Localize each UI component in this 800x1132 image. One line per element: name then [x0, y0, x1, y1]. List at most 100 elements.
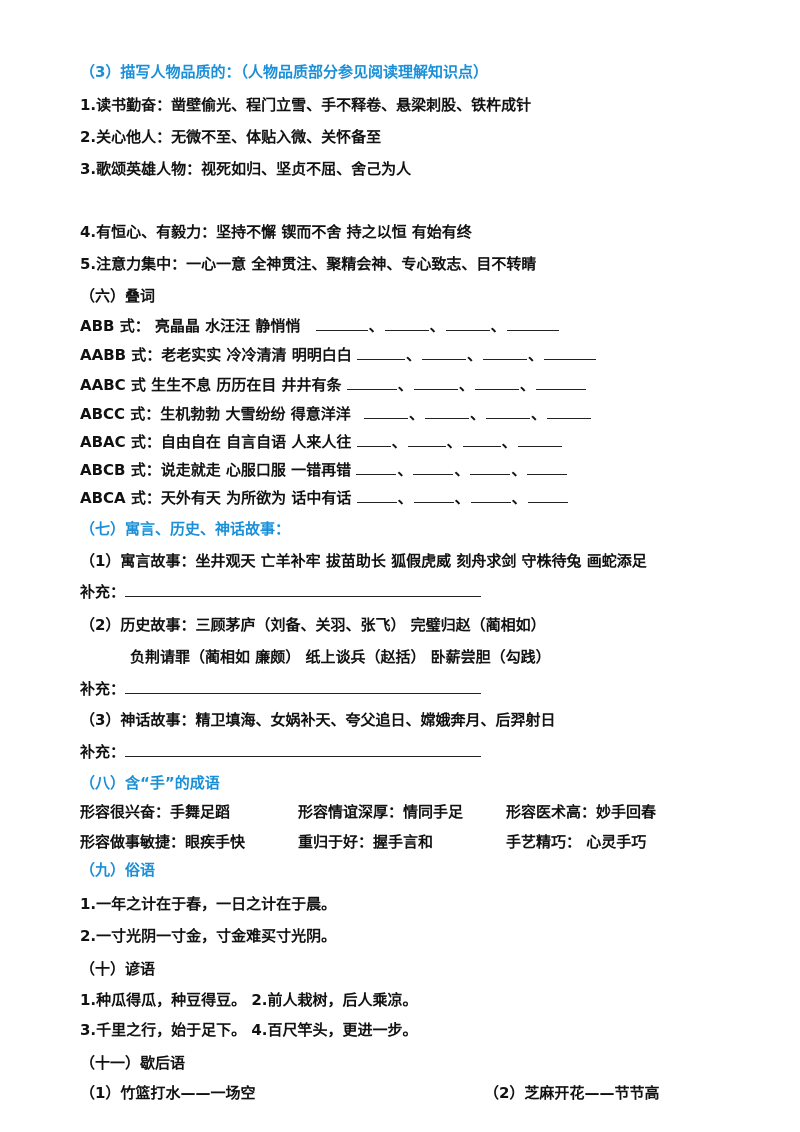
hand-idiom-1: 形容很兴奋：手舞足蹈	[80, 803, 231, 821]
supplement-label: 补充：	[80, 680, 126, 698]
separator: 、	[368, 317, 384, 335]
quality-item-2: 2.关心他人：无微不至、体贴入微、关怀备至	[80, 128, 382, 146]
supplement-label: 补充：	[80, 743, 126, 761]
hand-idiom-2: 形容情谊深厚：情同手足	[298, 803, 464, 821]
fill-blank[interactable]	[474, 375, 519, 390]
proverb-row-2: 3.千里之行，始于足下。 4.百尺竿头，更进一步。	[80, 1021, 418, 1039]
supplement-line-3: 补充：	[80, 742, 482, 762]
section-7-title: （七）寓言、历史、神话故事：	[80, 520, 291, 538]
section-9-title: （九）俗语	[80, 861, 156, 879]
separator: 、	[528, 346, 544, 364]
quality-item-1: 1.读书勤奋：凿壁偷光、程门立雪、手不释卷、悬梁刺股、铁杵成针	[80, 96, 532, 114]
fill-blank[interactable]	[445, 316, 490, 331]
separator: 、	[391, 433, 407, 451]
quality-item-5: 5.注意力集中：一心一意 全神贯注、聚精会神、专心致志、目不转睛	[80, 255, 537, 273]
fill-blank[interactable]	[357, 345, 405, 360]
fill-blank[interactable]	[356, 460, 397, 475]
fill-blank[interactable]	[413, 488, 454, 503]
row-label: ABCC 式：生机勃勃 大雪纷纷 得意洋洋	[80, 405, 351, 423]
reduplication-row-aabb: AABB 式：老老实实 冷冷清清 明明白白 、 、 、	[80, 345, 597, 365]
separator: 、	[454, 489, 470, 507]
fill-blank[interactable]	[483, 345, 528, 360]
fill-blank[interactable]	[356, 432, 391, 447]
section-3-title: （3）描写人物品质的：（人物品质部分参见阅读理解知识点）	[80, 63, 488, 81]
fill-blank[interactable]	[544, 345, 597, 360]
fill-blank[interactable]	[506, 316, 559, 331]
reduplication-row-abb: ABB 式： 亮晶晶 水汪汪 静悄悄 、 、 、	[80, 316, 559, 336]
row-label: ABCB 式：说走就走 心服口服 一错再错	[80, 461, 352, 479]
reduplication-row-abca: ABCA 式：天外有天 为所欲为 话中有话 、 、 、	[80, 488, 568, 508]
separator: 、	[519, 376, 535, 394]
row-label: AABC 式 生生不息 历历在目 井井有条	[80, 376, 342, 394]
row-label: ABCA 式：天外有天 为所欲为 话中有话	[80, 489, 352, 507]
hand-idiom-3: 形容医术高：妙手回春	[506, 803, 657, 821]
hand-idiom-4: 形容做事敏捷：眼疾手快	[80, 833, 246, 851]
separator: 、	[397, 489, 413, 507]
supplement-line-2: 补充：	[80, 679, 482, 699]
fill-blank[interactable]	[413, 460, 454, 475]
hand-idiom-6: 手艺精巧： 心灵手巧	[506, 833, 647, 851]
reduplication-row-abcb: ABCB 式：说走就走 心服口服 一错再错 、 、 、	[80, 460, 568, 480]
reduplication-row-abcc: ABCC 式：生机勃勃 大雪纷纷 得意洋洋 、 、 、	[80, 404, 592, 424]
fill-blank[interactable]	[315, 316, 368, 331]
quality-item-4: 4.有恒心、有毅力：坚持不懈 锲而不舍 持之以恒 有始有终	[80, 223, 472, 241]
history-stories-1: （2）历史故事：三顾茅庐（刘备、关羽、张飞） 完璧归赵（蔺相如）	[80, 616, 546, 634]
fill-blank[interactable]	[356, 488, 397, 503]
separator: 、	[397, 376, 413, 394]
fill-blank[interactable]	[384, 316, 429, 331]
fill-blank[interactable]	[470, 488, 511, 503]
saying-2: 2.一寸光阴一寸金，寸金难买寸光阴。	[80, 927, 337, 945]
xiehouyu-1: （1）竹篮打水——一场空	[80, 1084, 256, 1102]
separator: 、	[467, 346, 483, 364]
hand-idiom-5: 重归于好：握手言和	[298, 833, 434, 851]
fill-blank[interactable]	[486, 404, 530, 419]
separator: 、	[429, 317, 445, 335]
separator: 、	[397, 461, 413, 479]
row-label: AABB 式：老老实实 冷冷清清 明明白白	[80, 346, 352, 364]
fill-blank[interactable]	[462, 432, 501, 447]
section-8-title: （八）含“手”的成语	[80, 774, 220, 792]
supplement-blank[interactable]	[125, 742, 482, 757]
separator: 、	[408, 405, 424, 423]
fill-blank[interactable]	[527, 460, 568, 475]
separator: 、	[446, 433, 462, 451]
xiehouyu-2: （2）芝麻开花——节节高	[484, 1084, 660, 1102]
section-11-title: （十一）歇后语	[80, 1054, 186, 1072]
reduplication-row-aabc: AABC 式 生生不息 历历在目 井井有条 、 、 、	[80, 375, 586, 395]
myth-stories: （3）神话故事：精卫填海、女娲补天、夸父追日、嫦娥奔月、后羿射日	[80, 711, 556, 729]
fill-blank[interactable]	[535, 375, 586, 390]
supplement-line-1: 补充：	[80, 582, 482, 602]
fill-blank[interactable]	[517, 432, 562, 447]
quality-item-3: 3.歌颂英雄人物：视死如归、坚贞不屈、舍己为人	[80, 160, 412, 178]
fill-blank[interactable]	[527, 488, 568, 503]
history-stories-2: 负荆请罪（蔺相如 廉颇） 纸上谈兵（赵括） 卧薪尝胆（勾践）	[130, 648, 551, 666]
separator: 、	[490, 317, 506, 335]
supplement-label: 补充：	[80, 583, 126, 601]
separator: 、	[458, 376, 474, 394]
reduplication-row-abac: ABAC 式：自由自在 自言自语 人来人往 、 、 、	[80, 432, 562, 452]
fill-blank[interactable]	[422, 345, 467, 360]
section-10-title: （十）谚语	[80, 960, 156, 978]
separator: 、	[511, 489, 527, 507]
row-label: ABAC 式：自由自在 自言自语 人来人往	[80, 433, 352, 451]
fill-blank[interactable]	[424, 404, 469, 419]
separator: 、	[469, 405, 485, 423]
supplement-blank[interactable]	[125, 679, 482, 694]
fill-blank[interactable]	[346, 375, 397, 390]
fill-blank[interactable]	[547, 404, 592, 419]
proverb-row-1: 1.种瓜得瓜，种豆得豆。 2.前人栽树，后人乘凉。	[80, 991, 418, 1009]
row-label: ABB 式： 亮晶晶 水汪汪 静悄悄	[80, 317, 301, 335]
fill-blank[interactable]	[407, 432, 446, 447]
supplement-blank[interactable]	[125, 582, 482, 597]
fill-blank[interactable]	[413, 375, 458, 390]
separator: 、	[454, 461, 470, 479]
saying-1: 1.一年之计在于春，一日之计在于晨。	[80, 895, 337, 913]
section-6-title: （六）叠词	[80, 287, 156, 305]
separator: 、	[511, 461, 527, 479]
fable-stories: （1）寓言故事：坐井观天 亡羊补牢 拔苗助长 狐假虎威 刻舟求剑 守株待兔 画蛇…	[80, 552, 647, 570]
separator: 、	[501, 433, 517, 451]
separator: 、	[406, 346, 422, 364]
separator: 、	[531, 405, 547, 423]
fill-blank[interactable]	[470, 460, 511, 475]
fill-blank[interactable]	[363, 404, 408, 419]
